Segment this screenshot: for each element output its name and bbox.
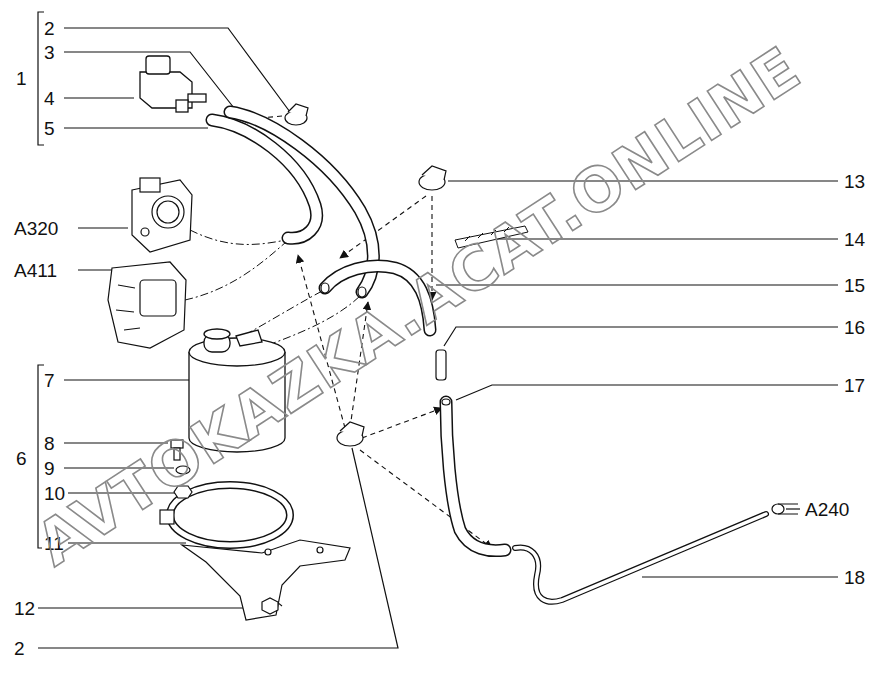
part-code: A240 [803,499,851,520]
intake-manifold [108,262,186,348]
part-code: A320 [12,218,60,239]
callout-number: 4 [42,88,57,109]
group-number: 6 [14,448,29,469]
callout-number: 17 [842,375,867,396]
throttle-body [132,178,192,252]
watermark: AVTOKAZKA.ACAT.ONLINE [24,33,813,579]
callout-number: 18 [842,567,867,588]
callout-number: 15 [842,275,867,296]
callout-number: 2 [42,18,57,39]
callout-number: 12 [12,598,37,619]
callout-number: 8 [42,433,57,454]
callout-number: 16 [842,317,867,338]
callout-number: 3 [42,42,57,63]
callout-number: 2 [12,638,27,659]
part-code: A411 [12,260,59,281]
callout-number: 5 [42,118,57,139]
callout-number: 7 [42,370,57,391]
callout-number: 13 [842,171,867,192]
solenoid-valve [140,56,206,112]
group-number: 1 [14,68,29,89]
callout-number: 14 [842,229,867,250]
callout-number: 9 [42,458,57,479]
bracket [182,540,350,620]
